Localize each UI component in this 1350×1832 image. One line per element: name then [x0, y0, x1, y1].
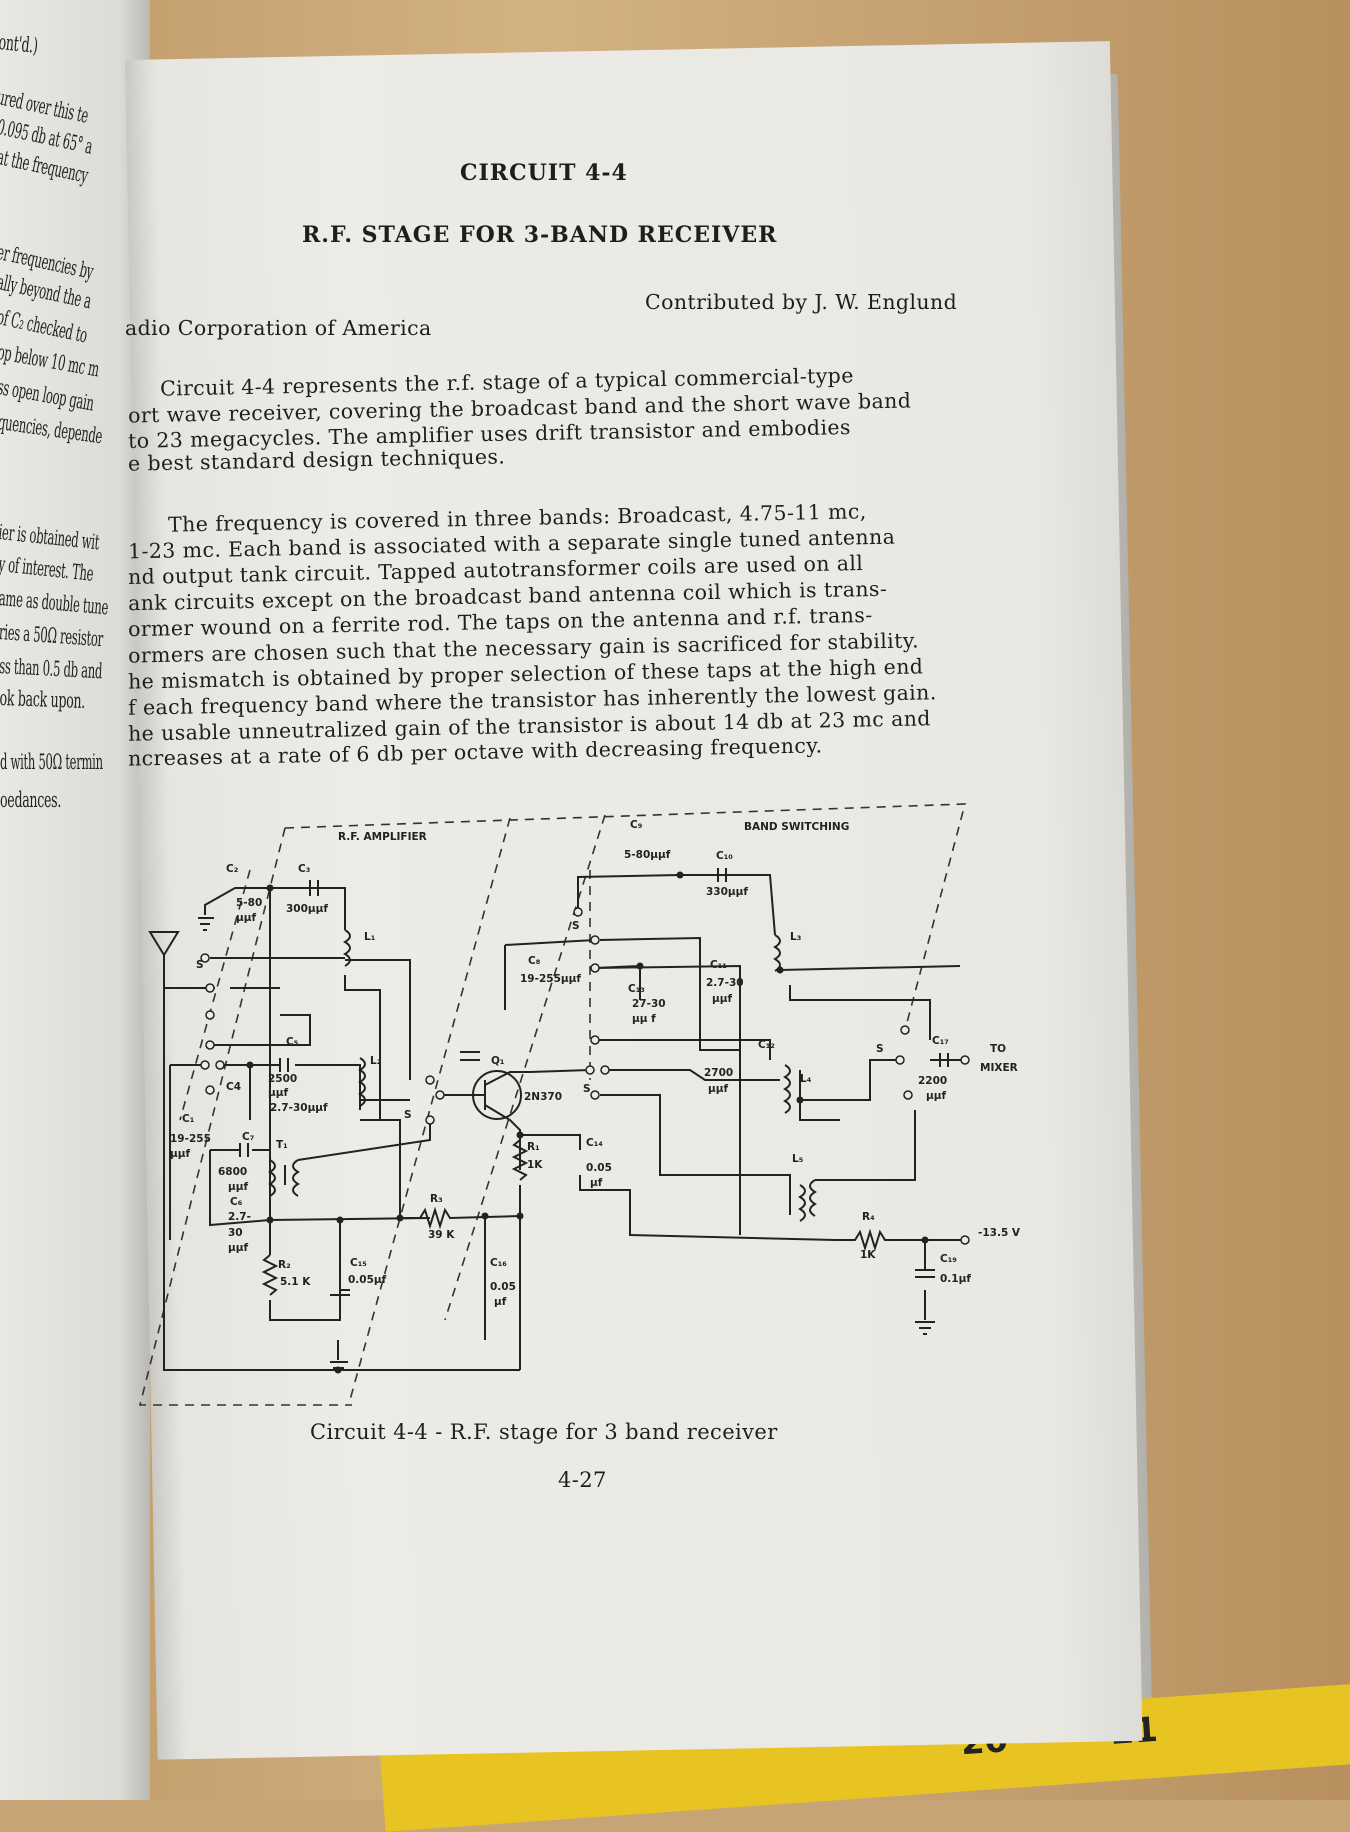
- organization: adio Corporation of America: [125, 316, 432, 340]
- label-switch: S: [876, 1043, 884, 1055]
- label-c4: C4: [226, 1081, 241, 1093]
- page-number: 4-27: [558, 1468, 607, 1492]
- label-r1-value: 1K: [527, 1159, 543, 1171]
- label-to-mixer: MIXER: [980, 1062, 1018, 1074]
- label-c12-unit: µµf: [708, 1083, 728, 1095]
- label-c8: C₈: [528, 955, 541, 967]
- label-c9: C₉: [630, 819, 643, 831]
- label-c7-value: 6800: [218, 1166, 247, 1178]
- label-l4: L₄: [800, 1073, 812, 1085]
- label-c8-value: 19-255µµf: [520, 973, 581, 985]
- figure-caption: Circuit 4-4 - R.F. stage for 3 band rece…: [310, 1420, 778, 1444]
- label-c11-value: 2.7-30: [706, 977, 744, 989]
- label-switch: S: [196, 959, 204, 971]
- label-c10-value: 330µµf: [706, 886, 748, 898]
- label-c11-unit: µµf: [712, 993, 732, 1005]
- label-c13: C₁₃: [628, 983, 645, 995]
- label-c5-unit: µµf: [268, 1087, 288, 1099]
- label-l1: L₁: [364, 931, 376, 943]
- left-line: oedances.: [0, 788, 62, 812]
- label-c5-value: 2500: [268, 1073, 297, 1085]
- label-c6-value: 2.7-: [228, 1211, 251, 1223]
- label-switch: S: [404, 1109, 412, 1121]
- label-l2: L₂: [370, 1055, 382, 1067]
- section-label-band-switching: BAND SWITCHING: [744, 821, 849, 833]
- label-r2-value: 5.1 K: [280, 1276, 311, 1288]
- label-q1-type: 2N370: [524, 1091, 562, 1103]
- label-r4: R₄: [862, 1211, 875, 1223]
- label-c15-value: 0.05µf: [348, 1274, 387, 1286]
- label-c2: C₂: [226, 863, 239, 875]
- label-c19-value: 0.1µf: [940, 1273, 971, 1285]
- label-c2-value: 5-80: [236, 897, 262, 909]
- label-r2: R₂: [278, 1259, 291, 1271]
- label-c17-value: 2200: [918, 1075, 947, 1087]
- page-title: R.F. STAGE FOR 3-BAND RECEIVER: [302, 222, 778, 248]
- label-c15: C₁₅: [350, 1257, 367, 1269]
- contributor: Contributed by J. W. Englund: [645, 290, 958, 314]
- circuit-heading: CIRCUIT 4-4: [460, 160, 628, 186]
- label-c10: C₁₀: [716, 850, 733, 862]
- junction-dots: [246, 871, 929, 1374]
- label-c14: C₁₄: [586, 1137, 603, 1149]
- label-t1: T₁: [276, 1139, 288, 1151]
- label-q1: Q₁: [491, 1055, 505, 1067]
- label-c17-unit: µµf: [926, 1090, 946, 1102]
- label-c14-unit: µf: [590, 1177, 603, 1189]
- label-c13-value: 27-30: [632, 998, 666, 1010]
- left-page: [0, 0, 150, 1800]
- label-c14-value: 0.05: [586, 1162, 612, 1174]
- label-c6-value2: 30: [228, 1227, 243, 1239]
- label-c16-value: 0.05: [490, 1281, 516, 1293]
- section-label-rf-amplifier: R.F. AMPLIFIER: [338, 831, 427, 843]
- label-c16-unit: µf: [494, 1296, 507, 1308]
- label-c3-value: 300µµf: [286, 903, 328, 915]
- label-c12: C₁₂: [758, 1039, 775, 1051]
- label-c12-value: 2700: [704, 1067, 733, 1079]
- label-c19: C₁₉: [940, 1253, 957, 1265]
- label-supply-voltage: -13.5 V: [978, 1227, 1021, 1239]
- label-c7-unit: µµf: [228, 1181, 248, 1193]
- label-c6: C₆: [230, 1196, 243, 1208]
- label-c5: C₅: [286, 1036, 299, 1048]
- left-line: d with 50Ω termin: [0, 750, 103, 774]
- switch-terminals: [200, 907, 970, 1245]
- label-c6-unit: µµf: [228, 1242, 248, 1254]
- label-r3: R₃: [430, 1193, 443, 1205]
- component-labels: R.F. AMPLIFIER BAND SWITCHING C₂ 5-80 µµ…: [170, 819, 1021, 1308]
- wiring: [148, 868, 965, 1371]
- label-switch: S: [583, 1083, 591, 1095]
- dashed-outline: [138, 803, 967, 1406]
- label-to-mixer: TO: [990, 1043, 1006, 1055]
- label-r1: R₁: [527, 1141, 540, 1153]
- label-c13-unit: µµ f: [632, 1013, 656, 1025]
- label-c17: C₁₇: [932, 1035, 949, 1047]
- label-c16: C₁₆: [490, 1257, 507, 1269]
- label-c2-unit: µµf: [236, 912, 256, 924]
- label-r4-value: 1K: [860, 1249, 876, 1261]
- label-c3: C₃: [298, 863, 311, 875]
- label-l3: L₃: [790, 931, 802, 943]
- label-c4-value: 2.7-30µµf: [270, 1102, 328, 1114]
- label-c7: C₇: [242, 1131, 254, 1143]
- label-c1: C₁: [182, 1113, 195, 1125]
- label-c1-value: 19-255: [170, 1133, 211, 1145]
- label-r3-value: 39 K: [428, 1229, 455, 1241]
- label-c9-value: 5-80µµf: [624, 849, 671, 861]
- label-l5: L₅: [792, 1153, 804, 1165]
- label-c11: C₁₁: [710, 959, 727, 971]
- label-switch: S: [572, 920, 580, 932]
- label-c1-unit: µµf: [170, 1148, 190, 1160]
